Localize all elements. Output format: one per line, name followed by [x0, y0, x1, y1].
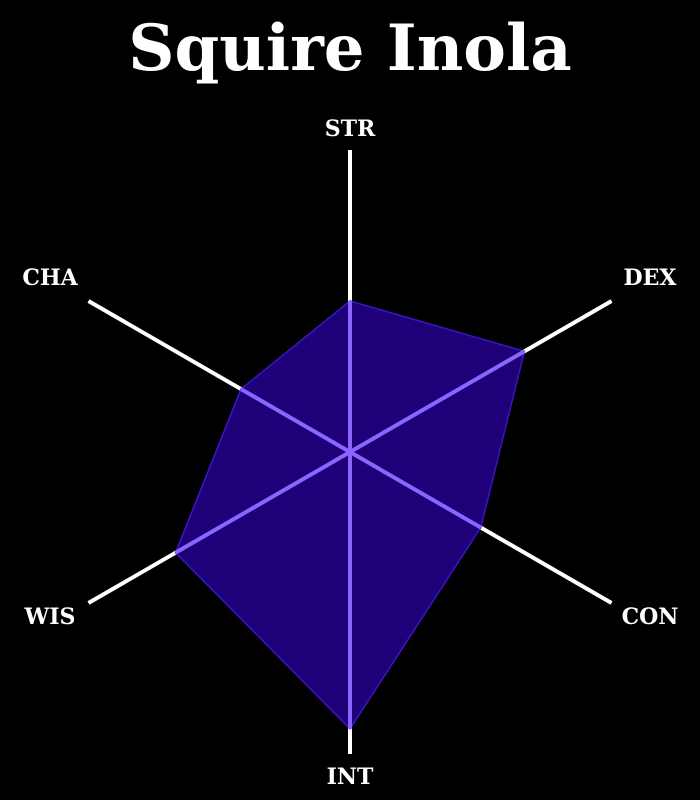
- value-segment-wis: [174, 450, 352, 555]
- axis-label-cha: CHA: [22, 265, 78, 291]
- axis-label-str: STR: [325, 116, 376, 142]
- axis-label-int: INT: [327, 764, 374, 790]
- value-segment-cha: [240, 387, 351, 454]
- chart-title: Squire Inola: [128, 11, 571, 86]
- axis-labels-layer: STR DEX CON INT WIS CHA: [22, 116, 678, 790]
- value-segment-dex: [349, 349, 526, 454]
- overlay-layer: [174, 301, 526, 729]
- axis-label-wis: WIS: [24, 604, 76, 630]
- axis-label-con: CON: [622, 604, 679, 630]
- value-segment-con: [349, 450, 482, 530]
- axis-label-dex: DEX: [624, 265, 678, 291]
